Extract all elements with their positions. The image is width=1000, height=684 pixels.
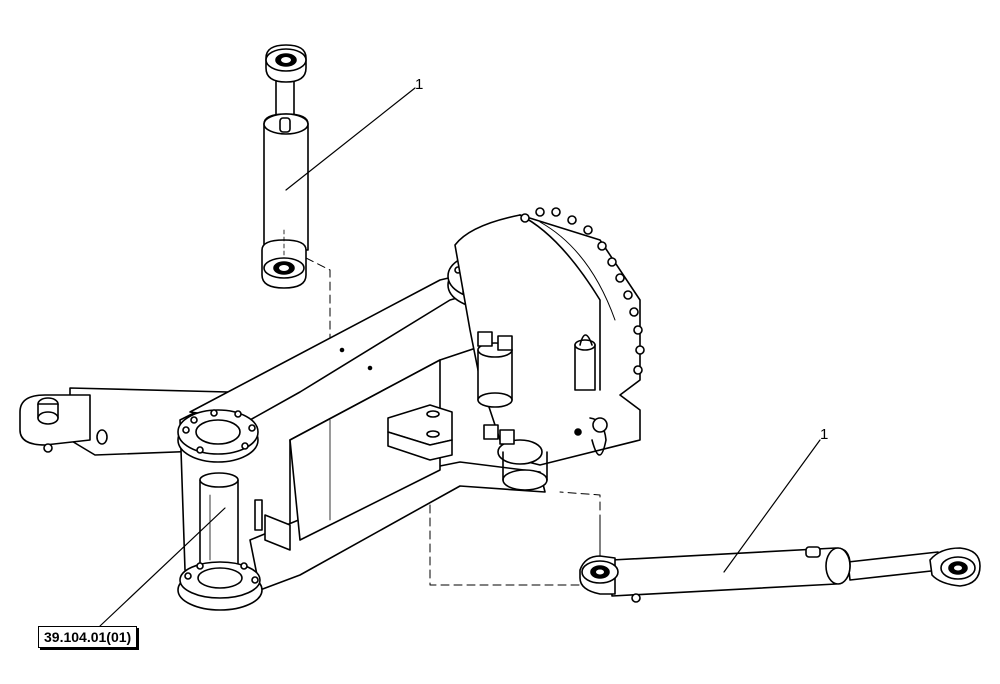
lower-steering-cylinder[interactable]: [580, 547, 980, 602]
upper-pivot-housing: [178, 410, 258, 462]
differential-housing: [388, 208, 644, 490]
leader-line-reference: [100, 508, 225, 626]
callout-lower-cylinder: 1: [820, 426, 829, 443]
kingpin-shaft: [200, 473, 290, 577]
ring-bolts: [521, 208, 644, 374]
callout-upper-cylinder: 1: [415, 76, 424, 93]
left-arm-bracket: [20, 388, 228, 455]
leader-line-upper-cylinder: [286, 88, 415, 190]
lower-pivot-housing: [178, 562, 262, 610]
reference-link[interactable]: 39.104.01(01): [38, 626, 138, 648]
upper-steering-cylinder[interactable]: [262, 45, 308, 288]
leader-line-lower-cylinder: [724, 440, 820, 572]
